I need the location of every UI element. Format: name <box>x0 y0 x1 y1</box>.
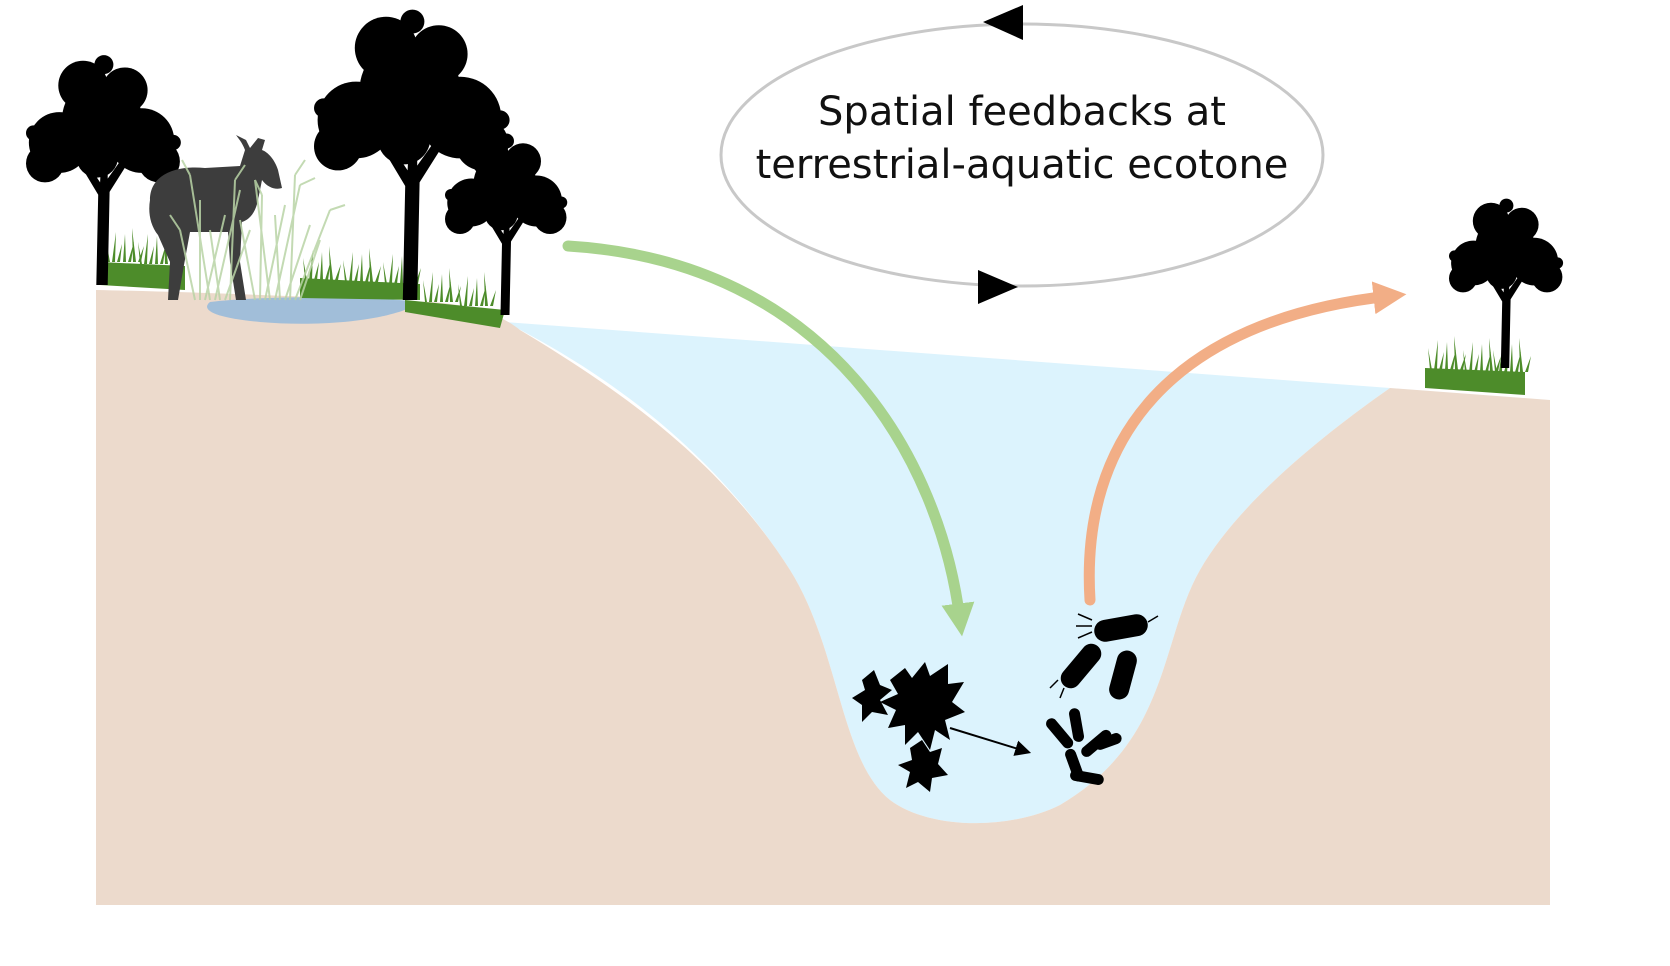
input-arrow <box>562 240 975 637</box>
tree-icon-left <box>25 55 181 285</box>
caption-line-2: terrestrial-aquatic ecotone <box>756 142 1289 188</box>
tree-icon-right <box>1449 198 1564 368</box>
output-arrow <box>1083 281 1407 606</box>
puddle <box>207 297 420 324</box>
soil-cross-section <box>96 290 1550 905</box>
shrub-icon <box>169 159 346 301</box>
caption-line-1: Spatial feedbacks at <box>818 89 1226 135</box>
grass-icon <box>100 228 1531 395</box>
cycle-ellipse-icon <box>719 5 1325 304</box>
bacteria-icon <box>1046 613 1159 785</box>
decomposition-arrow <box>949 727 1032 756</box>
leaf-icon <box>852 662 965 792</box>
goat-icon <box>149 135 282 300</box>
